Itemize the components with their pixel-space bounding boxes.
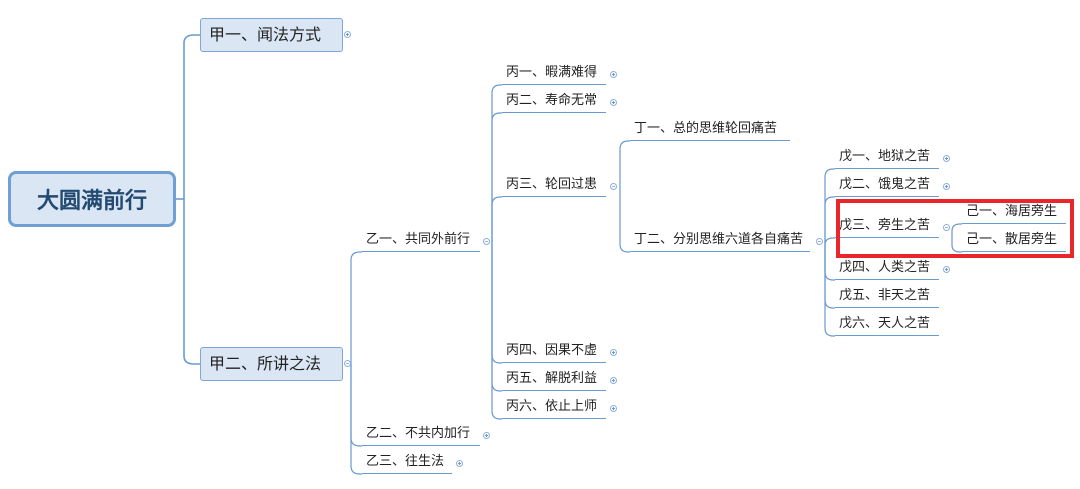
expand-toggle-icon[interactable] [610,377,617,384]
expand-toggle-icon[interactable] [610,99,617,106]
collapse-toggle-icon[interactable] [344,360,351,367]
node-label: 丙一、暇满难得 [506,65,598,80]
branch-line [619,140,630,197]
root-node[interactable]: 大圆满前行 [8,171,176,227]
node-label: 己一、海居旁生 [966,204,1058,219]
expand-toggle-icon[interactable] [483,432,490,439]
branch-line [491,112,502,252]
expand-toggle-icon[interactable] [943,155,950,162]
branch-line [824,252,835,337]
node-label: 丙六、依止上师 [506,399,598,414]
expand-toggle-icon[interactable] [456,460,463,467]
branch-line [824,196,835,252]
branch-line [824,252,835,281]
node-label: 戊五、非天之苦 [839,288,931,303]
expand-toggle-icon[interactable] [943,183,950,190]
node-label: 丙五、解脱利益 [506,371,598,386]
collapse-toggle-icon[interactable] [483,238,490,245]
node-label: 戊三、旁生之苦 [839,218,931,233]
node-ji1[interactable]: 己一、海居旁生 [962,204,1066,224]
node-yi3[interactable]: 乙三、往生法 [362,454,452,474]
node-bing2[interactable]: 丙二、寿命无常 [502,93,606,113]
node-wu5[interactable]: 戊五、非天之苦 [835,288,939,308]
node-label: 己一、散居旁生 [966,232,1058,247]
expand-toggle-icon[interactable] [610,71,617,78]
node-label: 乙一、共同外前行 [366,232,471,247]
node-label: 乙三、往生法 [366,454,445,469]
branch-line [183,34,200,199]
expand-toggle-icon[interactable] [610,405,617,412]
branch-line [619,197,630,253]
branch-line [350,251,362,364]
branch-line [951,238,962,253]
node-label: 丙二、寿命无常 [506,93,598,108]
branch-line [491,252,502,392]
node-label: 戊六、天人之苦 [839,316,931,331]
node-ding2[interactable]: 丁二、分别思维六道各自痛苦 [630,232,810,252]
node-wu3[interactable]: 戊三、旁生之苦 [835,218,939,238]
node-ji2[interactable]: 己一、散居旁生 [962,232,1066,252]
collapse-toggle-icon[interactable] [610,183,617,190]
branch-line [183,199,200,365]
branch-line [350,364,362,447]
node-wu1[interactable]: 戊一、地狱之苦 [835,149,939,169]
node-bing1[interactable]: 丙一、暇满难得 [502,65,606,85]
node-yi2[interactable]: 乙二、不共内加行 [362,426,480,446]
branch-line [824,237,835,252]
expand-toggle-icon[interactable] [344,31,351,38]
collapse-toggle-icon[interactable] [943,224,950,231]
node-label: 丙四、因果不虚 [506,343,598,358]
branch-line [824,168,835,252]
node-label: 戊四、人类之苦 [839,260,931,275]
branch-line [491,252,502,420]
node-label: 甲一、闻法方式 [209,25,322,44]
branch-line [350,364,362,475]
node-wu2[interactable]: 戊二、饿鬼之苦 [835,177,939,197]
expand-toggle-icon[interactable] [610,349,617,356]
node-label: 丙三、轮回过患 [506,177,598,192]
node-label: 戊二、饿鬼之苦 [839,177,931,192]
node-jia1[interactable]: 甲一、闻法方式 [200,18,343,52]
node-bing3[interactable]: 丙三、轮回过患 [502,177,606,197]
expand-toggle-icon[interactable] [943,266,950,273]
node-wu4[interactable]: 戊四、人类之苦 [835,260,939,280]
node-wu6[interactable]: 戊六、天人之苦 [835,316,939,336]
branch-line [491,84,502,252]
node-ding1[interactable]: 丁一、总的思维轮回痛苦 [630,121,790,141]
node-label: 乙二、不共内加行 [366,426,471,441]
branch-line [951,223,962,238]
node-yi1[interactable]: 乙一、共同外前行 [362,232,480,252]
node-bing6[interactable]: 丙六、依止上师 [502,399,606,419]
node-label: 丁一、总的思维轮回痛苦 [634,121,778,136]
node-label: 丁二、分别思维六道各自痛苦 [634,232,804,247]
root-label: 大圆满前行 [36,189,147,214]
node-label: 戊一、地狱之苦 [839,149,931,164]
node-bing4[interactable]: 丙四、因果不虚 [502,343,606,363]
node-label: 甲二、所讲之法 [209,354,322,373]
node-bing5[interactable]: 丙五、解脱利益 [502,371,606,391]
node-jia2[interactable]: 甲二、所讲之法 [200,347,343,381]
branch-line [491,196,502,252]
branch-line [491,252,502,364]
collapse-toggle-icon[interactable] [816,238,823,245]
